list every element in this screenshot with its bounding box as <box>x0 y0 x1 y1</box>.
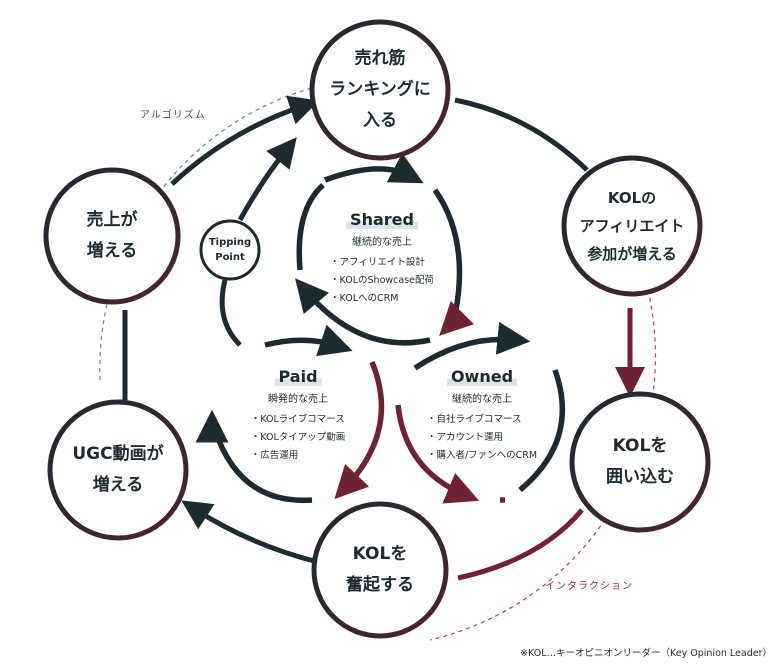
shared-channel: Shared 継続的な売上 アフィリエイト設計 KOLのShowcase配荷 K… <box>330 210 434 308</box>
paid-list: KOLライブコマース KOLタイアップ動画 広告運用 <box>251 411 346 465</box>
arrow-sales-to-ranking <box>170 95 320 186</box>
footnote: ※KOL…キーオピニオンリーダー（Key Opinion Leader） <box>520 648 772 659</box>
node-affiliate-line2: アフィリエイト <box>579 217 685 235</box>
shared-title: Shared <box>346 210 418 229</box>
tipping-point-circle <box>199 219 261 281</box>
node-sales-line2: 増える <box>86 241 138 261</box>
node-enclose-circle <box>569 391 711 533</box>
node-ugc: UGC動画が 増える <box>72 439 163 501</box>
list-item: KOLのShowcase配荷 <box>330 272 434 290</box>
list-item: KOLへのCRM <box>330 290 434 308</box>
shared-list: アフィリエイト設計 KOLのShowcase配荷 KOLへのCRM <box>330 254 434 308</box>
interaction-label: インタラクション <box>545 581 633 592</box>
node-ranking-circle <box>309 19 451 161</box>
node-rouse-line2: 奮起する <box>346 575 414 595</box>
node-ugc-line1: UGC動画が <box>72 444 164 464</box>
node-enclose-line1: KOLを <box>612 436 668 456</box>
node-enclose: KOLを 囲い込む <box>606 431 674 493</box>
node-rouse: KOLを 奮起する <box>346 539 414 601</box>
node-ugc-line2: 増える <box>92 475 144 495</box>
node-affiliate-line3: 参加が増える <box>587 245 677 263</box>
node-sales-circle <box>43 167 181 305</box>
node-ugc-circle <box>47 399 189 541</box>
node-ranking-line2: ランキングに <box>329 79 431 100</box>
list-item: KOLタイアップ動画 <box>251 429 345 447</box>
paid-subtitle: 瞬発的な売上 <box>268 394 328 405</box>
list-item: 自社ライブコマース <box>427 411 537 429</box>
arrow-ranking-to-affiliate <box>454 97 589 172</box>
owned-subtitle: 継続的な売上 <box>452 394 512 405</box>
list-item: 広告運用 <box>251 447 346 465</box>
paid-title: Paid <box>274 367 322 386</box>
node-circles <box>43 19 711 639</box>
owned-channel: Owned 継続的な売上 自社ライブコマース アカウント運用 購入者/ファンへの… <box>427 367 537 465</box>
node-rouse-line1: KOLを <box>352 544 408 564</box>
node-affiliate-line1: KOLの <box>607 189 657 207</box>
arrow-rouse-to-ugc <box>181 500 319 565</box>
node-enclose-line2: 囲い込む <box>606 467 674 487</box>
node-affiliate: KOLの アフィリエイト 参加が増える <box>580 184 685 268</box>
shared-subtitle: 継続的な売上 <box>352 237 412 248</box>
node-ranking-line3: 入る <box>363 110 397 131</box>
node-ranking-line1: 売れ筋 <box>354 48 406 69</box>
arrow-enclose-to-rouse <box>457 508 584 581</box>
algorithm-label: アルゴリズム <box>140 110 206 121</box>
interaction-dashed-arc <box>429 289 657 641</box>
node-sales-line1: 売上が <box>86 210 138 230</box>
paid-cycle <box>195 324 385 504</box>
list-item: KOLライブコマース <box>251 411 346 429</box>
shared-cycle <box>295 153 475 346</box>
owned-title: Owned <box>446 367 518 386</box>
outer-cycle-arrows <box>122 95 645 581</box>
owned-cycle <box>395 321 565 504</box>
tipping-point-label: Tipping Point <box>209 235 251 265</box>
tipping-point-line1: Tipping <box>208 237 252 248</box>
list-item: アフィリエイト設計 <box>330 254 434 272</box>
node-ranking: 売れ筋 ランキングに 入る <box>329 44 431 137</box>
tipping-connectors <box>219 137 297 347</box>
tipping-point-line2: Point <box>215 252 245 263</box>
node-affiliate-circle <box>561 155 703 297</box>
list-item: 購入者/ファンへのCRM <box>427 447 537 465</box>
node-sales: 売上が 増える <box>87 205 138 267</box>
node-rouse-circle <box>311 501 449 639</box>
list-item: アカウント運用 <box>427 429 537 447</box>
owned-list: 自社ライブコマース アカウント運用 購入者/ファンへのCRM <box>427 411 537 465</box>
paid-channel: Paid 瞬発的な売上 KOLライブコマース KOLタイアップ動画 広告運用 <box>251 367 346 465</box>
